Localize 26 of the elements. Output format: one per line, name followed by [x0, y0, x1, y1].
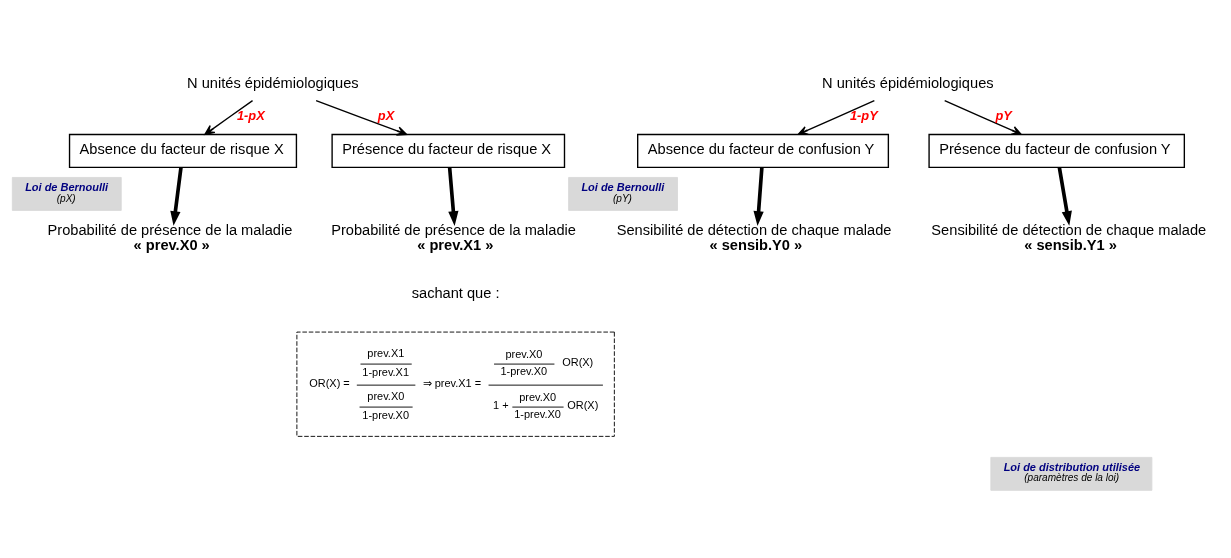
arrow — [1057, 167, 1072, 226]
arrow — [447, 167, 459, 226]
node-box: Absence du facteur de confusion Y — [637, 133, 890, 169]
node-box: Présence du facteur de confusion Y — [928, 133, 1186, 169]
arrow — [315, 99, 408, 136]
label: sachant que : — [411, 285, 500, 302]
edge-label: 1-pX — [236, 107, 265, 123]
edge-label: pX — [377, 107, 395, 123]
arrow — [753, 167, 764, 226]
node-text: Sensibilité de détection de chaque malade « sensib.Y0 » — [616, 221, 892, 253]
node-box: Loi de Bernoulli (pX) — [11, 177, 122, 211]
node-text: Probabilité de présence de la maladie « prev.X0 » — [47, 221, 293, 253]
node-text: N unités épidémiologiques — [822, 74, 994, 91]
node-text: N unités épidémiologiques — [187, 74, 359, 91]
node-text: Sensibilité de détection de chaque malade « sensib.Y1 » — [931, 221, 1207, 253]
edge-label: 1-pY — [849, 107, 878, 123]
node-text: Probabilité de présence de la maladie « prev.X1 » — [331, 221, 576, 253]
arrow — [204, 99, 254, 136]
node-box: Loi de distribution utilisée (paramètres de la loi) — [990, 456, 1153, 491]
arrow — [944, 99, 1022, 136]
arrow — [170, 167, 183, 226]
node-box: Présence du facteur de risque X — [331, 133, 566, 169]
arrow — [797, 99, 876, 136]
node-box: Absence du facteur de risque X — [68, 133, 298, 169]
edge-label: pY — [995, 107, 1012, 123]
node-box: Loi de Bernoulli (pY) — [568, 177, 678, 211]
